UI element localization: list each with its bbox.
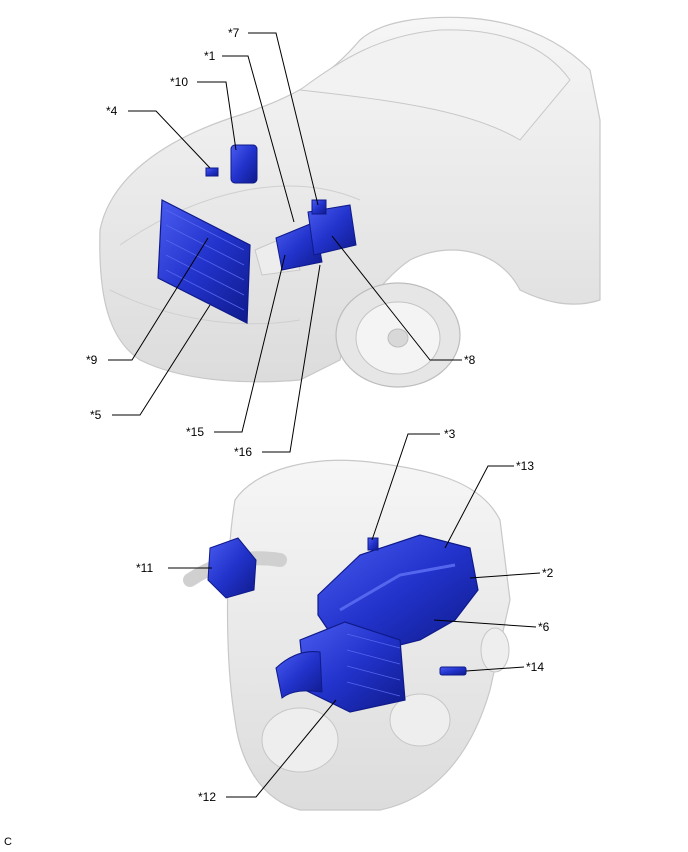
callout-11: *11 [136, 561, 154, 575]
highlighted-vehicle-parts [157, 144, 357, 324]
callout-16: *16 [234, 445, 253, 459]
callout-2: *2 [542, 566, 554, 580]
figure-code: C [4, 836, 12, 848]
highlighted-engine-parts [207, 534, 479, 713]
callout-15: *15 [186, 425, 205, 439]
callout-12: *12 [198, 790, 217, 804]
callout-14: *14 [526, 660, 545, 674]
callout-3: *3 [444, 427, 456, 441]
callout-13: *13 [516, 459, 535, 473]
callout-10: *10 [170, 75, 189, 89]
callout-8: *8 [464, 353, 476, 367]
callout-1: *1 [204, 49, 216, 63]
callout-6: *6 [538, 620, 550, 634]
callout-7: *7 [228, 26, 240, 40]
leader-lines [108, 32, 541, 798]
callout-5: *5 [90, 408, 102, 422]
vehicle-body [99, 16, 601, 388]
callout-4: *4 [106, 104, 118, 118]
callout-9: *9 [86, 353, 98, 367]
